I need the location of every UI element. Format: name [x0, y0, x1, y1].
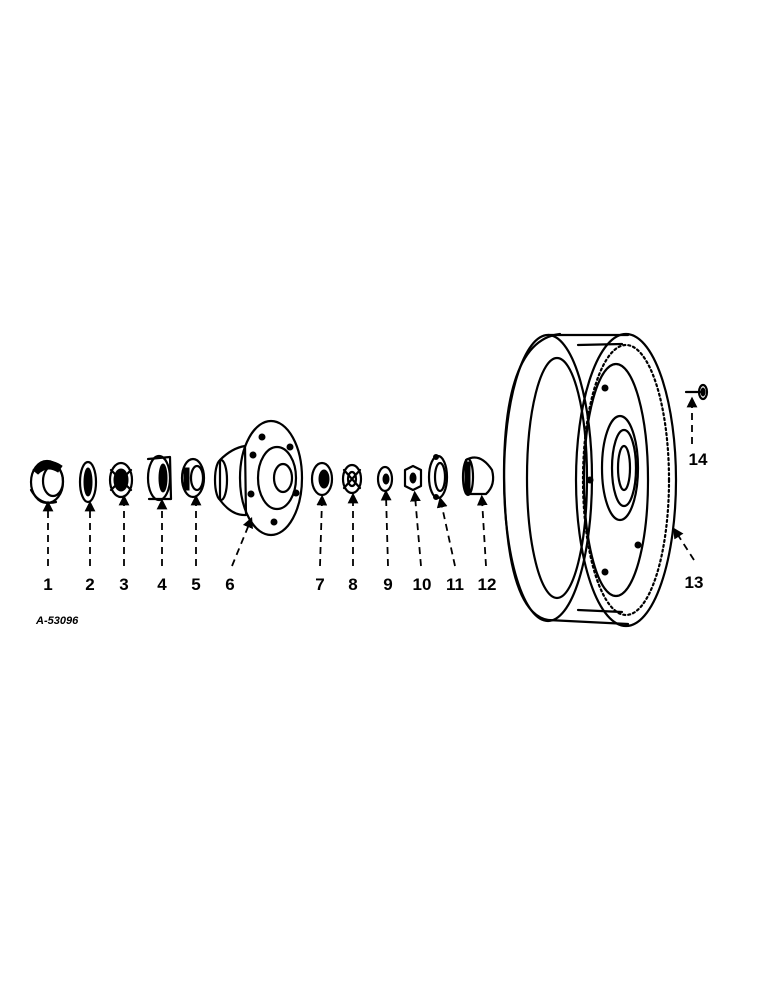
part-6-hub	[213, 419, 304, 537]
part-14-bolt	[684, 383, 709, 401]
part-13-wheel-rim	[502, 332, 678, 628]
part-1-seal	[29, 459, 65, 505]
part-label-9: 9	[383, 575, 392, 594]
part-label-13: 13	[685, 573, 704, 592]
part-label-2: 2	[85, 575, 94, 594]
part-label-12: 12	[478, 575, 497, 594]
part-3-bearing-cone	[108, 461, 134, 499]
part-label-10: 10	[413, 575, 432, 594]
part-label-5: 5	[191, 575, 200, 594]
part-label-7: 7	[315, 575, 324, 594]
part-label-11: 11	[446, 575, 464, 594]
part-label-8: 8	[348, 575, 357, 594]
part-label-3: 3	[119, 575, 128, 594]
part-2-ring	[78, 460, 98, 504]
part-12-hub-cap	[461, 456, 495, 497]
part-label-6: 6	[225, 575, 234, 594]
part-label-4: 4	[157, 575, 167, 594]
part-7-seal	[310, 461, 334, 497]
drawing-code: A-53096	[35, 615, 79, 627]
part-5-bearing-cup	[180, 457, 206, 499]
part-8-bearing-cone	[341, 463, 363, 495]
part-label-1: 1	[43, 575, 52, 594]
part-label-14: 14	[689, 450, 708, 469]
part-labels: 1 2 3 4 5 6 7 8 9 10 11 12 13 14	[43, 450, 708, 594]
part-4-bearing-cup	[146, 454, 173, 502]
part-10-nut	[403, 464, 423, 492]
part-9-washer	[376, 465, 394, 493]
part-11-gasket	[427, 454, 449, 500]
leader-lines	[42, 396, 698, 567]
